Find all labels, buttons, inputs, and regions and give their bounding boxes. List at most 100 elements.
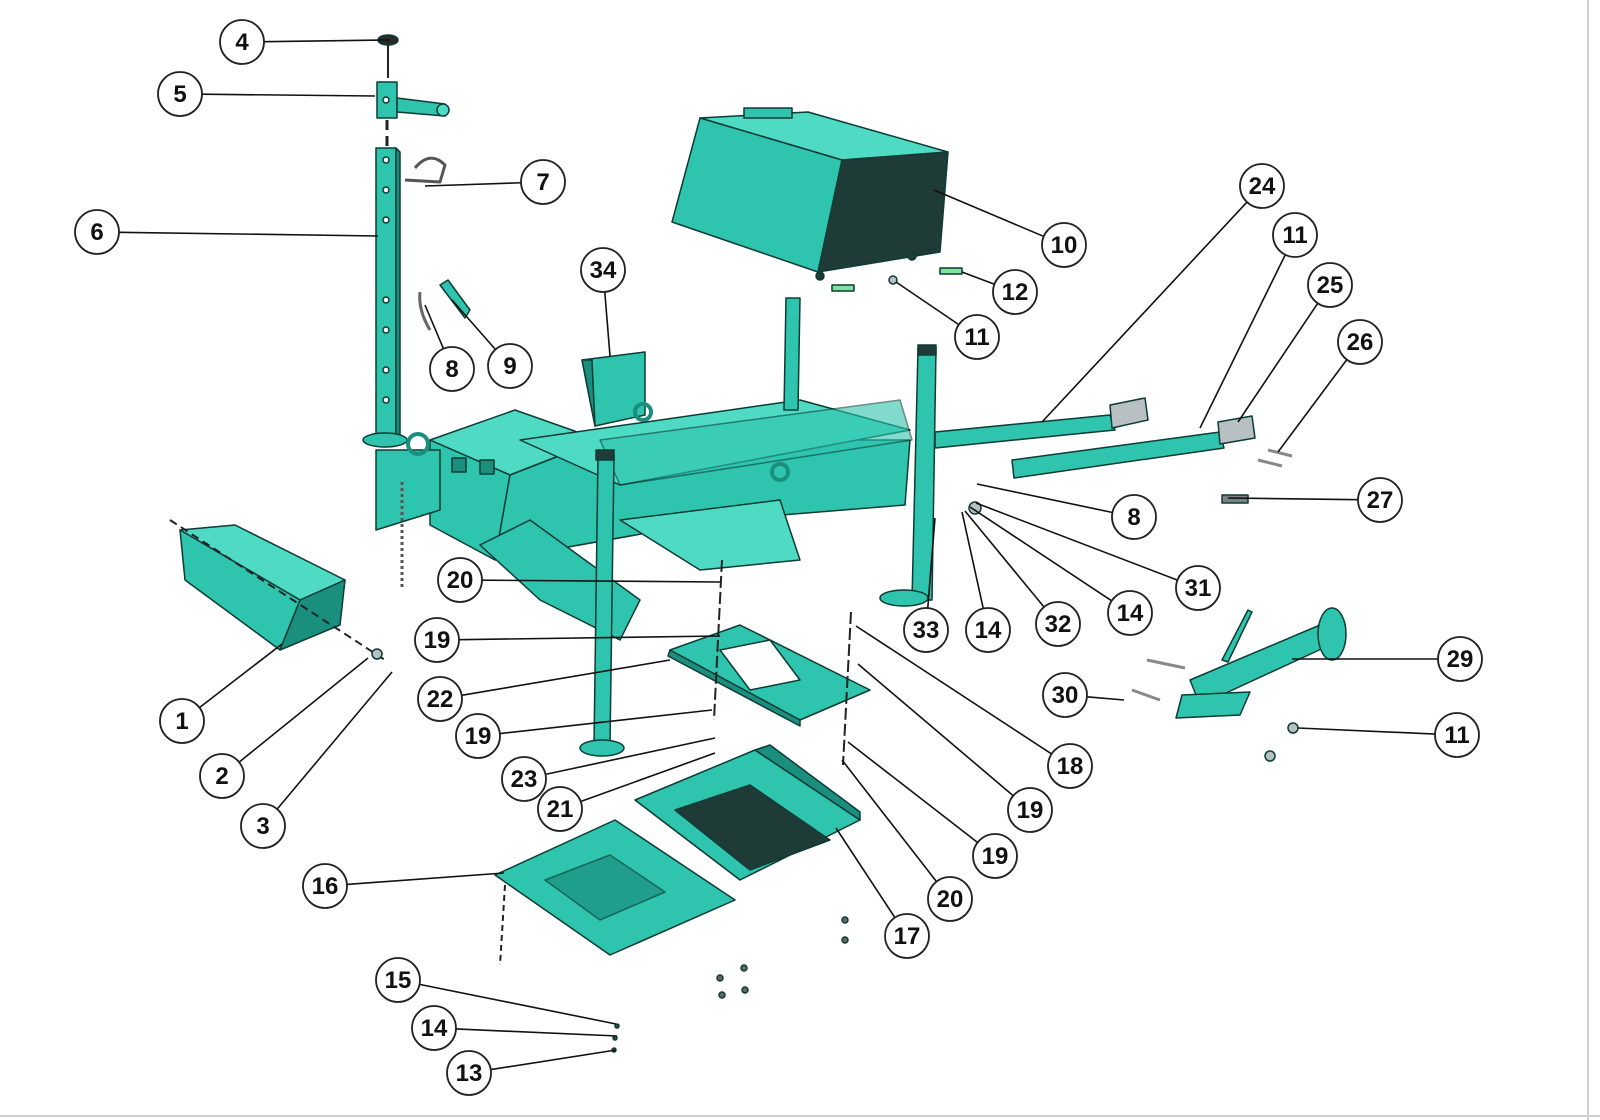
- callout-number: 25: [1317, 272, 1344, 299]
- callout-number: 20: [447, 567, 474, 594]
- parts-artwork: [169, 34, 1347, 1053]
- callout-circle: [580, 247, 626, 293]
- part-1-basket: [169, 519, 386, 661]
- callout-circle: [417, 676, 463, 722]
- callout-8: 8: [976, 483, 1157, 540]
- callout-leader: [857, 663, 1014, 797]
- callout-leader: [481, 579, 721, 583]
- callout-leader: [490, 1049, 617, 1071]
- callout-7: 7: [424, 159, 566, 205]
- callout-circle: [302, 863, 348, 909]
- callout-11: 11: [1297, 712, 1480, 758]
- callout-circle: [1307, 262, 1353, 308]
- callout-circle: [1035, 601, 1081, 647]
- callout-1: 1: [159, 643, 283, 744]
- callout-leader: [933, 189, 1045, 238]
- callout-circle: [219, 19, 265, 65]
- callout-circle: [159, 698, 205, 744]
- callout-number: 3: [256, 813, 269, 840]
- part-7-pin: [404, 156, 447, 184]
- callout-14: 14: [411, 1005, 618, 1051]
- callout-leader: [1086, 696, 1125, 701]
- callout-6: 6: [74, 209, 379, 255]
- callout-circle: [487, 343, 533, 389]
- callout-leader: [419, 983, 617, 1025]
- callout-number: 29: [1447, 646, 1474, 673]
- callout-number: 19: [465, 723, 492, 750]
- callout-number: 27: [1367, 487, 1394, 514]
- callout-number: 18: [1057, 753, 1084, 780]
- callout-circle: [1007, 787, 1053, 833]
- callout-number: 19: [1017, 797, 1044, 824]
- callout-number: 14: [1117, 600, 1144, 627]
- callout-leader: [346, 872, 505, 886]
- callout-leader: [976, 483, 1113, 514]
- callout-circle: [437, 557, 483, 603]
- callout-number: 1: [175, 708, 188, 735]
- callout-leader: [1041, 201, 1248, 423]
- callout-leader: [1199, 254, 1287, 429]
- callout-16: 16: [302, 863, 505, 909]
- callout-8: 8: [424, 304, 475, 392]
- callout-22: 22: [417, 659, 671, 722]
- callout-25: 25: [1237, 262, 1353, 423]
- callout-5: 5: [157, 71, 376, 117]
- callout-33: 33: [903, 517, 949, 653]
- callout-20: 20: [437, 557, 721, 603]
- callout-19: 19: [455, 709, 713, 759]
- callout-circle: [1042, 672, 1088, 718]
- callout-circle: [1041, 222, 1087, 268]
- callout-leader: [198, 643, 283, 709]
- rear-leg-right: [879, 344, 937, 607]
- main-frame: [375, 399, 913, 641]
- callout-19: 19: [414, 617, 721, 663]
- part-25-drawbar: [1011, 415, 1256, 479]
- fastener-group: [611, 501, 982, 1053]
- callout-leader: [1297, 727, 1436, 735]
- callout-23: 23: [501, 737, 716, 802]
- callout-number: 24: [1249, 173, 1276, 200]
- callout-circle: [884, 913, 930, 959]
- callout-circle: [927, 876, 973, 922]
- callout-26: 26: [1277, 319, 1383, 453]
- callout-11: 11: [895, 281, 1000, 360]
- callout-circle: [1175, 565, 1221, 611]
- callout-leader: [499, 709, 713, 735]
- part-11-nut: [1264, 722, 1299, 762]
- callout-24: 24: [1041, 163, 1285, 423]
- callout-circle: [414, 617, 460, 663]
- callout-number: 11: [1444, 722, 1469, 749]
- callout-10: 10: [933, 189, 1087, 268]
- callout-15: 15: [375, 957, 617, 1025]
- callout-circle: [992, 269, 1038, 315]
- callout-number: 30: [1052, 682, 1079, 709]
- callout-leader: [458, 635, 721, 641]
- rear-post: [783, 297, 801, 411]
- callout-circle: [199, 753, 245, 799]
- callout-13: 13: [446, 1049, 617, 1096]
- callout-leader: [461, 659, 671, 697]
- callout-21: 21: [537, 752, 716, 832]
- part-8-pin: [418, 291, 432, 331]
- callout-number: 7: [536, 169, 549, 196]
- part-12-bolts: [831, 267, 963, 292]
- callout-circle: [455, 713, 501, 759]
- callout-number: 31: [1185, 575, 1212, 602]
- callout-circle: [520, 159, 566, 205]
- callout-number: 6: [90, 219, 103, 246]
- callout-number: 32: [1045, 611, 1072, 638]
- callout-19: 19: [857, 663, 1053, 833]
- callout-number: 12: [1002, 279, 1029, 306]
- callout-number: 8: [1127, 504, 1140, 531]
- callout-leader: [118, 231, 379, 237]
- callout-circle: [954, 314, 1000, 360]
- callout-leader: [961, 511, 985, 609]
- callout-leader: [201, 93, 376, 97]
- callout-number: 14: [975, 617, 1002, 644]
- part-30-bolts: [1131, 658, 1186, 702]
- callout-circle: [903, 607, 949, 653]
- callout-leader: [603, 291, 611, 357]
- callout-number: 8: [445, 356, 458, 383]
- part-29-jockey-leg: [1175, 607, 1347, 719]
